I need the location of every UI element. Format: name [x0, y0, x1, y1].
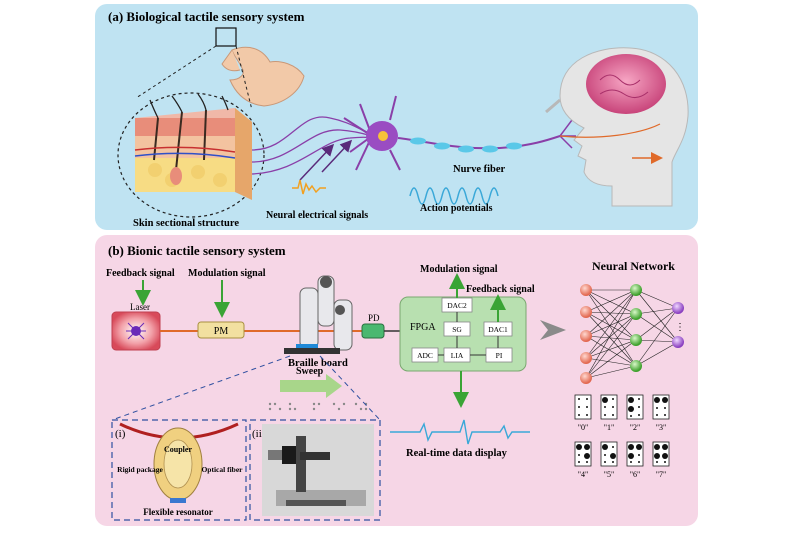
braille-board-label: Braille board [288, 358, 348, 369]
braille-digit-4: "4" [578, 470, 589, 479]
panel-b-background [95, 235, 698, 526]
neural-network-title: Neural Network [592, 259, 675, 273]
feedback-signal-label-left: Feedback signal [106, 268, 175, 279]
neural-signals-label: Neural electrical signals [266, 210, 368, 221]
robot-arm-illustration [284, 275, 353, 354]
modulation-signal-label-top: Modulation signal [420, 264, 498, 275]
coupler-label: Coupler [164, 445, 192, 454]
braille-digit-1: "1" [604, 423, 615, 432]
sweep-label: Sweep [296, 366, 324, 377]
laser-label: Laser [130, 302, 150, 312]
panel-b-title: (b) Bionic tactile sensory system [108, 243, 286, 258]
pi-label: PI [496, 351, 503, 360]
panel-a-title: (a) Biological tactile sensory system [108, 9, 305, 24]
neuron-illustration [343, 95, 576, 171]
braille-digit-3: "3" [656, 423, 667, 432]
stage-photo [262, 424, 374, 516]
panel-a: (a) Biological tactile sensory system [95, 4, 698, 230]
flexible-resonator-label: Flexible resonator [143, 507, 213, 517]
laser-component [111, 311, 161, 351]
inset-i-label: (i) [115, 428, 126, 440]
dac1-label: DAC1 [488, 325, 508, 334]
pd-label: PD [368, 313, 380, 323]
sweep-arrow [280, 374, 342, 398]
feedback-signal-label-top: Feedback signal [466, 284, 535, 295]
action-potential-waveform [409, 187, 499, 205]
braille-digit-2: "2" [630, 423, 641, 432]
rigid-package-label: Rigid package [117, 465, 163, 474]
braille-dots-row [268, 402, 368, 411]
head-illustration [545, 47, 689, 207]
pm-label: PM [214, 326, 229, 337]
pm-modulator [197, 321, 245, 339]
skin-label: Skin sectional structure [133, 218, 239, 229]
chevron-right-icon [540, 320, 566, 340]
sg-label: SG [452, 325, 462, 334]
lia-label: LIA [451, 351, 464, 360]
realtime-signal-trace [390, 419, 530, 445]
optical-fiber-label: Optical fiber [201, 465, 243, 474]
braille-digit-5: "5" [604, 470, 615, 479]
zoom-box [215, 27, 237, 47]
zoom-circle [117, 92, 265, 218]
realtime-label: Real-time data display [406, 448, 508, 459]
adc-label: ADC [417, 351, 433, 360]
dac2-label: DAC2 [447, 301, 467, 310]
braille-digit-6: "6" [630, 470, 641, 479]
modulation-signal-label-left: Modulation signal [188, 268, 266, 279]
action-potentials-label: Action potentials [420, 203, 493, 214]
inset-ii-frame [249, 419, 381, 521]
braille-digit-grid [574, 394, 670, 467]
finger-illustration [221, 46, 305, 107]
neural-signal-waveform [292, 179, 326, 195]
fpga-label: FPGA [410, 322, 436, 333]
braille-digit-7: "7" [656, 470, 667, 479]
neural-network-diagram [580, 284, 684, 384]
nerve-label: Nurve fiber [453, 164, 506, 175]
panel-b: (b) Bionic tactile sensory system Feedba… [95, 235, 698, 526]
output-ellipsis: ⋮ [675, 322, 685, 333]
inset-i-frame [111, 419, 247, 521]
skin-cross-section [134, 93, 252, 200]
braille-digit-0: "0" [578, 423, 589, 432]
pd-photodetector [361, 323, 385, 339]
